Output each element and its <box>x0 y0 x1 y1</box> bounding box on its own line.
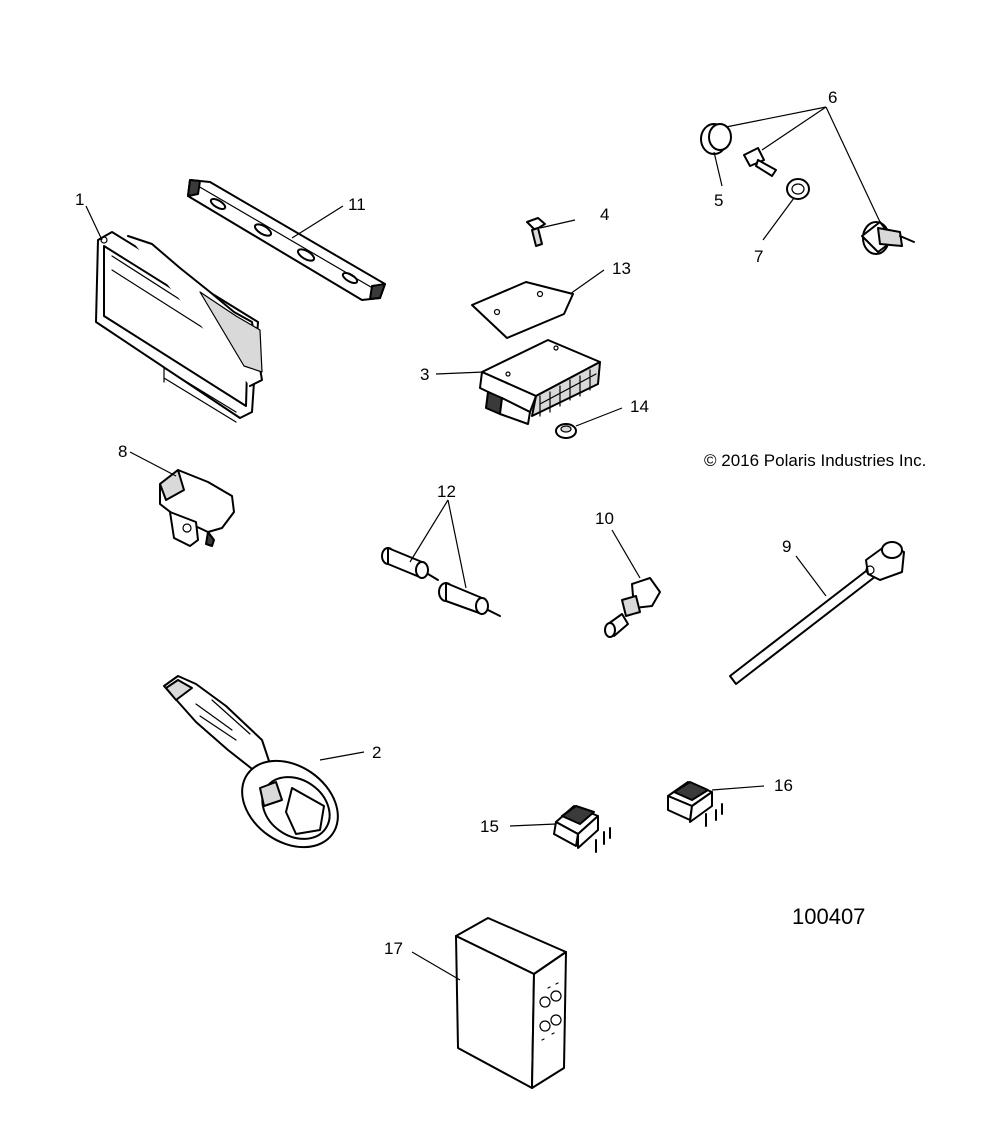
copyright-notice: © 2016 Polaris Industries Inc. <box>704 451 926 470</box>
leader-6b <box>761 106 827 151</box>
callout-3: 3 <box>420 365 429 384</box>
leader-6c <box>825 106 881 223</box>
leader-8 <box>129 451 177 477</box>
leader-12a <box>409 499 449 563</box>
leader-15 <box>509 823 557 827</box>
callout-1: 1 <box>75 190 84 209</box>
ignition-cap <box>700 123 732 155</box>
relay-box <box>455 917 567 1089</box>
ignition-switch <box>861 221 915 255</box>
callout-6: 6 <box>828 88 837 107</box>
leader-14 <box>575 407 623 427</box>
leader-13 <box>569 269 605 295</box>
sensor-sleeve-a <box>381 547 439 581</box>
callout-13: 13 <box>612 259 631 278</box>
sensor-sleeve-b <box>438 582 501 617</box>
rocker-switch-b <box>667 781 723 827</box>
callout-15: 15 <box>480 817 499 836</box>
callout-10: 10 <box>595 509 614 528</box>
ignition-nut <box>786 178 810 200</box>
leader-11 <box>291 205 344 239</box>
callout-11: 11 <box>348 195 366 214</box>
callout-9: 9 <box>782 537 791 556</box>
leader-12b <box>447 499 467 589</box>
rocker-switch-a <box>553 805 611 853</box>
leader-9 <box>795 555 827 597</box>
callout-5: 5 <box>714 191 723 210</box>
cover-gasket <box>471 281 574 339</box>
speed-sensor <box>729 541 905 685</box>
leader-16 <box>711 785 765 791</box>
leader-5 <box>713 151 723 187</box>
leader-1 <box>85 205 103 241</box>
callout-8: 8 <box>118 442 127 461</box>
grommet <box>555 423 577 439</box>
leader-17 <box>411 951 461 981</box>
screw <box>526 217 546 247</box>
map-sensor <box>159 469 235 547</box>
power-socket <box>163 675 339 849</box>
leader-10 <box>611 529 641 579</box>
leader-2 <box>319 751 365 761</box>
ignition-key <box>743 147 777 177</box>
callout-12: 12 <box>437 482 456 501</box>
control-box <box>479 339 601 425</box>
ecu-module <box>95 231 263 423</box>
leader-7 <box>762 197 795 241</box>
bracket-strap <box>187 179 386 301</box>
callout-17: 17 <box>384 939 403 958</box>
callout-4: 4 <box>600 205 609 224</box>
callout-14: 14 <box>630 397 649 416</box>
leader-4 <box>539 219 576 229</box>
leader-6a <box>725 106 827 128</box>
callout-7: 7 <box>754 247 763 266</box>
callout-2: 2 <box>372 743 381 762</box>
coolant-temp-sensor <box>604 577 661 638</box>
leader-3 <box>435 371 485 375</box>
callout-16: 16 <box>774 776 793 795</box>
diagram-number: 100407 <box>792 904 865 929</box>
